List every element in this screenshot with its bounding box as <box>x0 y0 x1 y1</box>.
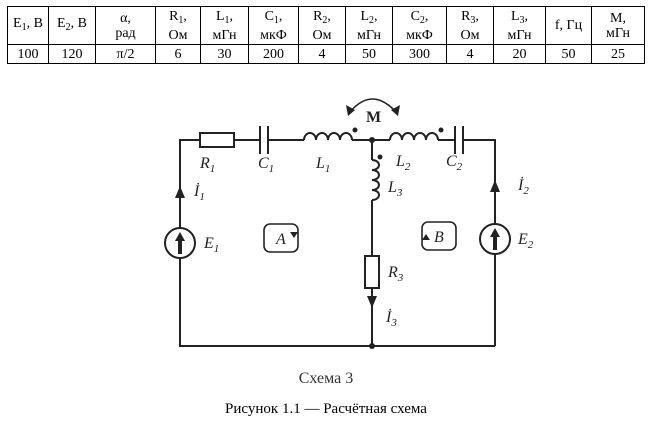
header-l2: L2,мГн <box>345 6 393 45</box>
label-r3: R3 <box>387 264 404 284</box>
label-r1: R1 <box>199 155 215 175</box>
header-l1: L1,мГн <box>200 6 249 45</box>
polarity-dot-l1 <box>352 127 358 133</box>
label-l1: L1 <box>315 155 330 175</box>
junction-bottom <box>369 343 375 349</box>
value-f: 50 <box>545 44 592 64</box>
polarity-dot-l3 <box>377 154 383 160</box>
header-r3: R3,Ом <box>446 6 494 45</box>
header-m: M,мГн <box>591 6 645 45</box>
source-e2-arrow <box>490 228 500 250</box>
value-m: 25 <box>591 44 645 64</box>
mutual-arc <box>349 98 397 113</box>
label-l3: L3 <box>387 179 403 199</box>
label-c2: C2 <box>446 153 463 173</box>
header-e1: E1, В <box>7 6 49 45</box>
inductor-l2 <box>389 132 439 141</box>
figure-caption: Рисунок 1.1 — Расчётная схема <box>225 401 427 417</box>
current-arrow-i1 <box>175 186 185 198</box>
label-l2: L2 <box>395 153 411 173</box>
mutual-arrow-left <box>346 105 355 116</box>
value-r2: 4 <box>298 44 346 64</box>
header-c2: C2,мкФ <box>392 6 447 45</box>
source-e1 <box>164 227 196 259</box>
loop-b-box <box>421 221 457 251</box>
mutual-arrow-right <box>391 105 400 116</box>
loop-a-box <box>263 223 299 253</box>
resistor-r3 <box>364 255 380 289</box>
label-loop-b: B <box>434 229 444 246</box>
label-loop-a: A <box>275 231 286 248</box>
value-r1: 6 <box>155 44 201 64</box>
resistor-r1 <box>199 132 235 148</box>
inductor-l3 <box>371 159 380 201</box>
parameters-table: E1, В E2, В α,рад R1,Ом L1,мГн C1,мкФ R2… <box>7 6 645 64</box>
junction-top <box>369 137 375 143</box>
label-i1: İ1 <box>193 182 205 203</box>
current-arrow-i2 <box>490 180 500 192</box>
header-c1: C1,мкФ <box>248 6 299 45</box>
loop-a-arrow <box>290 232 298 238</box>
current-arrow-i3 <box>367 296 377 308</box>
label-c1: C1 <box>258 155 274 175</box>
value-e2: 120 <box>48 44 96 64</box>
label-i3: İ3 <box>385 308 397 329</box>
header-f: f, Гц <box>545 6 592 45</box>
wire-c2-right <box>463 139 496 224</box>
loop-b-arrow <box>422 234 430 240</box>
value-c2: 300 <box>392 44 447 64</box>
header-r2: R2,Ом <box>298 6 346 45</box>
label-e1: E1 <box>203 235 219 255</box>
polarity-dot-l2 <box>438 127 444 133</box>
label-i2: İ2 <box>517 176 529 197</box>
source-e2 <box>479 223 511 255</box>
wire-left-top <box>179 139 200 228</box>
label-e2: E2 <box>517 231 534 251</box>
wire-bottom <box>179 258 495 347</box>
value-e1: 100 <box>7 44 49 64</box>
scheme-caption: Схема 3 <box>298 370 354 387</box>
source-e1-arrow <box>175 232 185 254</box>
header-r1: R1,Ом <box>155 6 201 45</box>
header-l3: L3,мГн <box>493 6 546 45</box>
header-e2: E2, В <box>48 6 96 45</box>
inductor-l1 <box>303 132 353 141</box>
value-l1: 30 <box>200 44 249 64</box>
value-l2: 50 <box>345 44 393 64</box>
label-mutual-m: M <box>366 109 381 126</box>
